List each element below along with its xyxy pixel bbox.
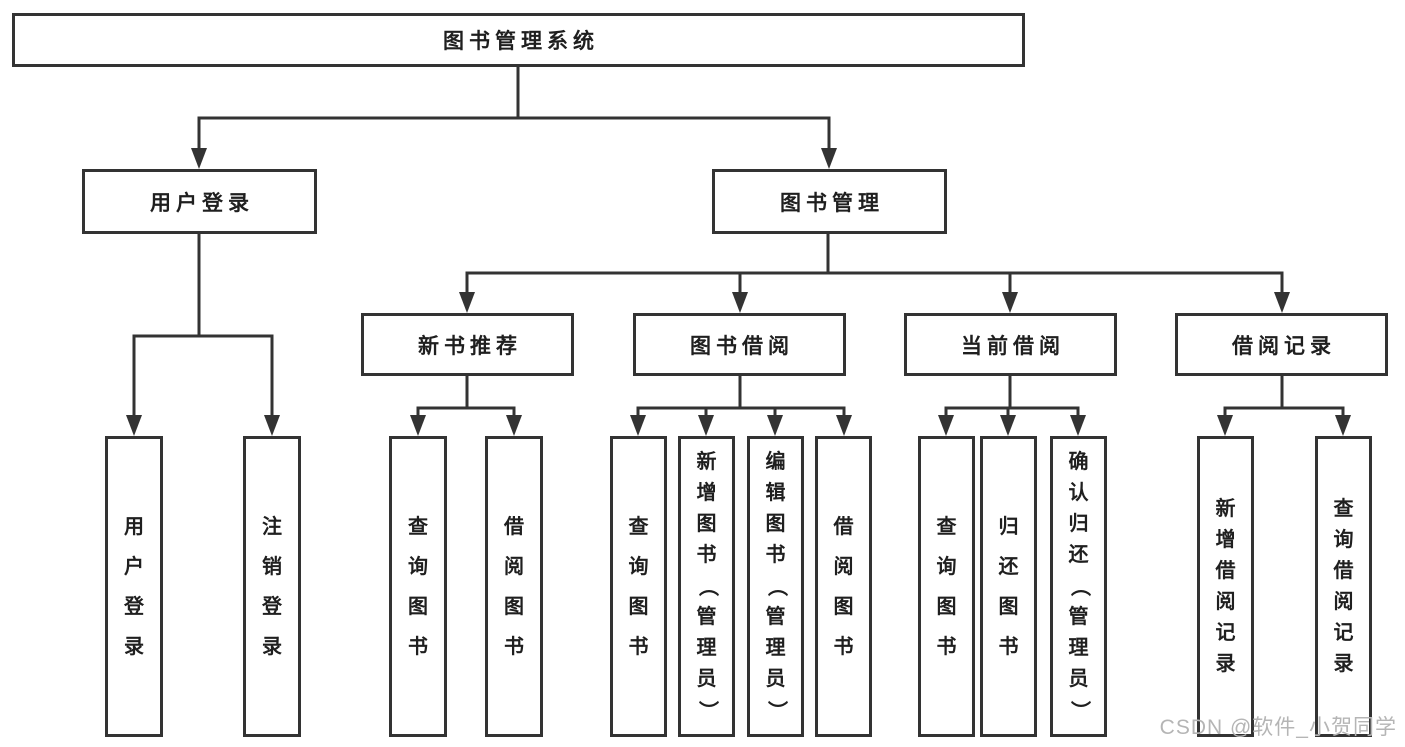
node-label: 用户登录 [150,191,254,215]
leaf-logout: 注销登录 [243,436,301,737]
node-label: 当前借阅 [961,334,1065,358]
leaf-label: 归还图书 [998,515,1019,658]
leaf-return-book: 归还图书 [980,436,1037,737]
node-new-book-recommend: 新书推荐 [361,313,574,376]
node-user-login: 用户登录 [82,169,317,234]
leaf-edit-book-admin: 编辑图书（管理员） [747,436,804,737]
leaf-confirm-return-admin: 确认归还（管理员） [1050,436,1107,737]
leaf-label: 新增图书（管理员） [696,451,718,721]
node-book-management: 图书管理 [712,169,947,234]
leaf-query-book-3: 查询图书 [918,436,975,737]
leaf-label: 注销登录 [262,515,282,658]
leaf-label: 编辑图书（管理员） [765,451,787,721]
node-library-management-system: 图书管理系统 [12,13,1025,67]
leaf-label: 借阅图书 [504,515,524,658]
leaf-borrow-book-2: 借阅图书 [815,436,872,737]
leaf-query-book-1: 查询图书 [389,436,447,737]
node-label: 图书管理 [780,191,884,215]
leaf-user-login: 用户登录 [105,436,163,737]
leaf-label: 查询借阅记录 [1333,497,1354,675]
leaf-query-book-2: 查询图书 [610,436,667,737]
watermark: CSDN @软件_小贺同学 [1159,716,1397,739]
leaf-borrow-book-1: 借阅图书 [485,436,543,737]
node-label: 图书管理系统 [443,30,599,53]
node-label: 图书借阅 [690,334,794,358]
leaf-add-book-admin: 新增图书（管理员） [678,436,735,737]
leaf-add-borrow-record: 新增借阅记录 [1197,436,1254,737]
node-borrowing-records: 借阅记录 [1175,313,1388,376]
leaf-label: 查询图书 [936,515,957,658]
node-label: 新书推荐 [418,334,522,358]
leaf-label: 借阅图书 [833,515,854,658]
leaf-query-borrow-record: 查询借阅记录 [1315,436,1372,737]
node-current-borrowing: 当前借阅 [904,313,1117,376]
node-label: 借阅记录 [1232,334,1336,358]
leaf-label: 确认归还（管理员） [1068,451,1090,721]
node-book-borrowing: 图书借阅 [633,313,846,376]
leaf-label: 查询图书 [628,515,649,658]
leaf-label: 新增借阅记录 [1215,497,1236,675]
leaf-label: 用户登录 [124,515,144,658]
leaf-label: 查询图书 [408,515,428,658]
